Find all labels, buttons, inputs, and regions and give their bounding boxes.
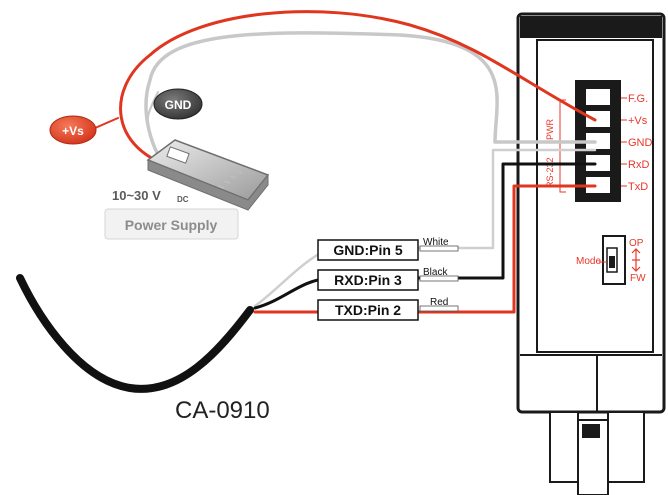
terminal-slot	[584, 109, 612, 129]
terminal-label-gnd: GND	[628, 137, 653, 149]
pin-box-rxd	[317, 269, 419, 291]
power-supply-voltage: 10~30 V	[112, 188, 161, 203]
switch-op-label: OP	[629, 238, 644, 249]
power-supply-connector	[166, 146, 190, 164]
wire-color-black: Black	[423, 267, 448, 278]
red-power-wire	[119, 10, 597, 170]
pin-label-txd: TXD:Pin 2 Red	[317, 297, 459, 321]
vs-badge-label: +Vs	[62, 124, 84, 138]
vs-badge: +Vs	[49, 115, 97, 145]
power-supply-vents	[217, 170, 243, 189]
terminal-slot	[584, 87, 612, 107]
wires	[16, 10, 597, 393]
red-txd-wire	[253, 184, 597, 314]
switch-direction-arrows	[631, 248, 641, 272]
power-supply-side	[147, 159, 269, 211]
terminal-label-txd: TxD	[628, 181, 648, 193]
power-supply-label-box	[104, 208, 239, 240]
pin-box-gnd	[317, 239, 419, 261]
pwr-group-label: PWR	[545, 119, 555, 140]
mode-switch-lever	[609, 256, 615, 268]
wire-tip-black	[419, 275, 459, 282]
gnd-badge-shape	[153, 88, 203, 120]
pin-label-rxd: RXD:Pin 3 Black	[317, 267, 459, 291]
device: F.G. +Vs GND RxD TxD PWR RS-232 Mode OP …	[516, 12, 666, 495]
pin-text-rxd: RXD:Pin 3	[334, 272, 402, 288]
antenna-thread	[582, 424, 600, 438]
pin-box-txd	[317, 299, 419, 321]
antenna-base	[577, 419, 609, 495]
vs-badge-shape	[49, 115, 97, 145]
terminal-slots	[584, 87, 612, 195]
device-foot-left	[549, 411, 579, 483]
pin-text-txd: TXD:Pin 2	[335, 302, 401, 318]
terminal-label-vs: +Vs	[628, 115, 648, 127]
cable-name: CA-0910	[175, 397, 270, 424]
terminal-labels: F.G. +Vs GND RxD TxD	[621, 93, 653, 193]
terminal-label-rxd: RxD	[628, 159, 649, 171]
device-foot-right	[607, 411, 645, 483]
wire-color-white: White	[423, 237, 449, 248]
gnd-badge-label: GND	[165, 98, 192, 112]
wire-tip-white	[419, 245, 459, 252]
gnd-badge: GND	[153, 88, 203, 120]
mode-label: Mode	[576, 256, 601, 267]
power-supply-label: Power Supply	[125, 217, 218, 233]
terminal-label-fg: F.G.	[628, 93, 648, 105]
vs-pointer	[94, 117, 119, 129]
pin-text-gnd: GND:Pin 5	[333, 242, 402, 258]
pin-labels: GND:Pin 5 White RXD:Pin 3 Black TXD:Pin …	[317, 237, 459, 321]
power-supply-voltage-sub: DC	[177, 195, 189, 204]
device-top-bar	[520, 16, 662, 38]
ca-0910-cable	[16, 274, 254, 393]
mode-switch[interactable]	[602, 235, 626, 285]
wire-color-red: Red	[430, 297, 448, 308]
gray-power-wire	[144, 31, 597, 174]
gnd-pointer	[146, 91, 159, 121]
rs232-group-label: RS-232	[545, 157, 555, 188]
pin-label-gnd: GND:Pin 5 White	[317, 237, 459, 261]
wire-tip-red	[419, 305, 459, 312]
power-supply: 10~30 V DC Power Supply	[104, 139, 270, 240]
switch-fw-label: FW	[630, 273, 646, 284]
